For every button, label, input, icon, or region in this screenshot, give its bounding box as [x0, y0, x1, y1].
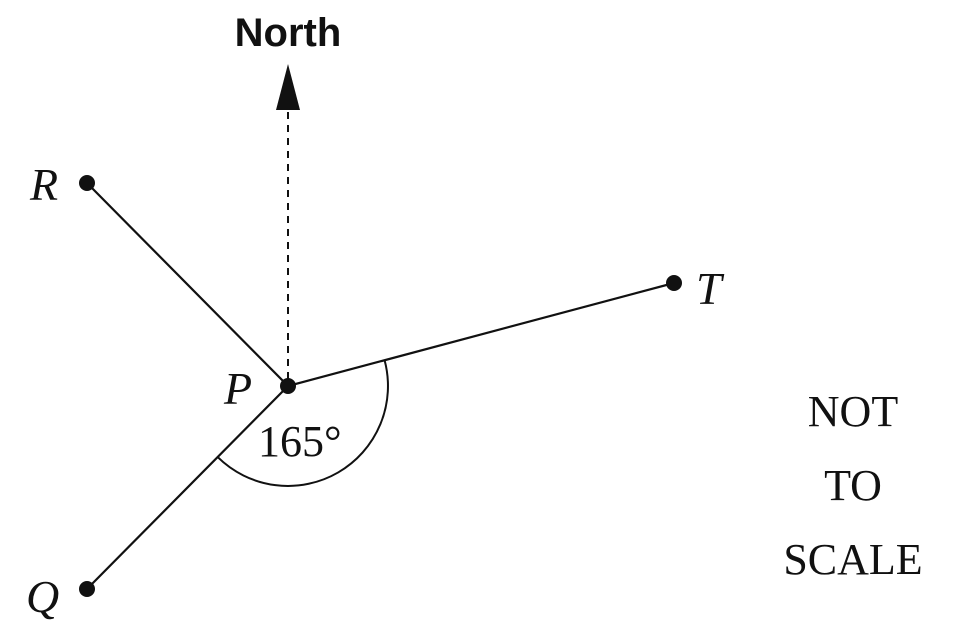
label-p: P [223, 363, 252, 414]
angle-arc-tpq [216, 359, 389, 487]
label-r: R [29, 159, 58, 210]
label-t: T [696, 263, 725, 314]
point-r [79, 175, 95, 191]
point-p [280, 378, 296, 394]
segment-pr [85, 181, 290, 388]
point-q [79, 581, 95, 597]
angle-label: 165° [258, 417, 342, 466]
point-t [666, 275, 682, 291]
note-line-2: TO [824, 461, 882, 510]
note-line-1: NOT [808, 387, 899, 436]
segment-pt [286, 281, 676, 388]
segment-pq [85, 384, 290, 591]
note-line-3: SCALE [783, 535, 922, 584]
label-q: Q [26, 571, 59, 622]
north-arrow-icon [276, 64, 300, 110]
north-label: North [235, 11, 342, 55]
